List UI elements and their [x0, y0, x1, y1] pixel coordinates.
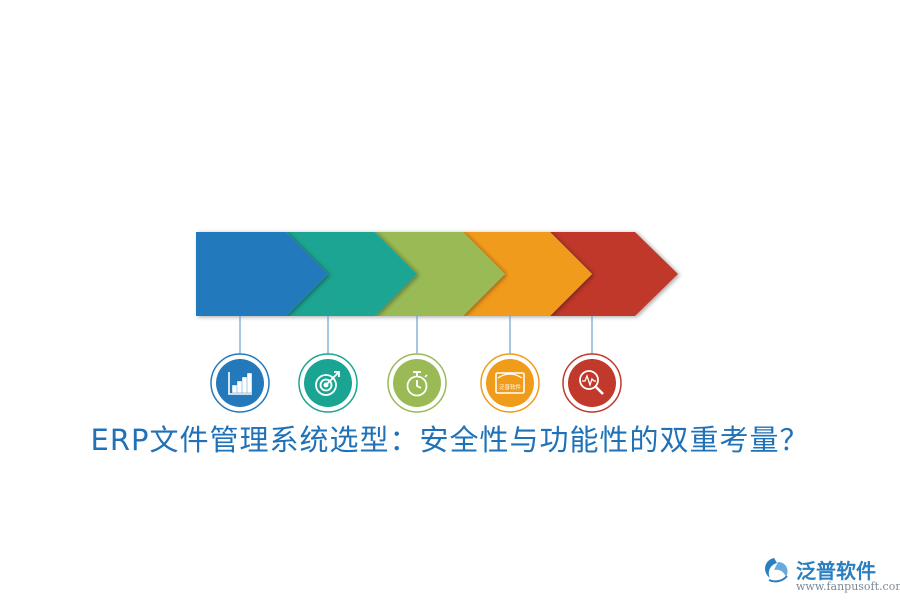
arrow-segment-3 — [375, 232, 505, 316]
step-icon-1 — [210, 353, 270, 413]
magnifier-pulse-icon — [579, 370, 604, 395]
display-board-label: 泛普软件 — [499, 383, 522, 391]
target-icon — [315, 371, 340, 396]
display-board-icon: 泛普软件 — [495, 372, 525, 394]
arrow-segment-2 — [286, 232, 417, 316]
bar-chart-icon — [228, 372, 252, 395]
arrow-segment-5 — [550, 232, 678, 316]
arrow-segment-4 — [463, 232, 592, 316]
step-icon-4: 泛普软件 — [480, 353, 540, 413]
arrow-segment-1 — [196, 232, 328, 316]
brand-url: www.fanpusoft.com — [796, 580, 900, 593]
page-title: ERP文件管理系统选型：安全性与功能性的双重考量？ — [90, 423, 810, 457]
step-icon-2 — [298, 353, 358, 413]
brand-name: 泛普软件 — [796, 559, 876, 583]
step-icon-5 — [562, 353, 622, 413]
brand-logo-icon — [765, 558, 788, 583]
step-icon-3 — [387, 353, 447, 413]
stopwatch-icon — [406, 371, 428, 397]
